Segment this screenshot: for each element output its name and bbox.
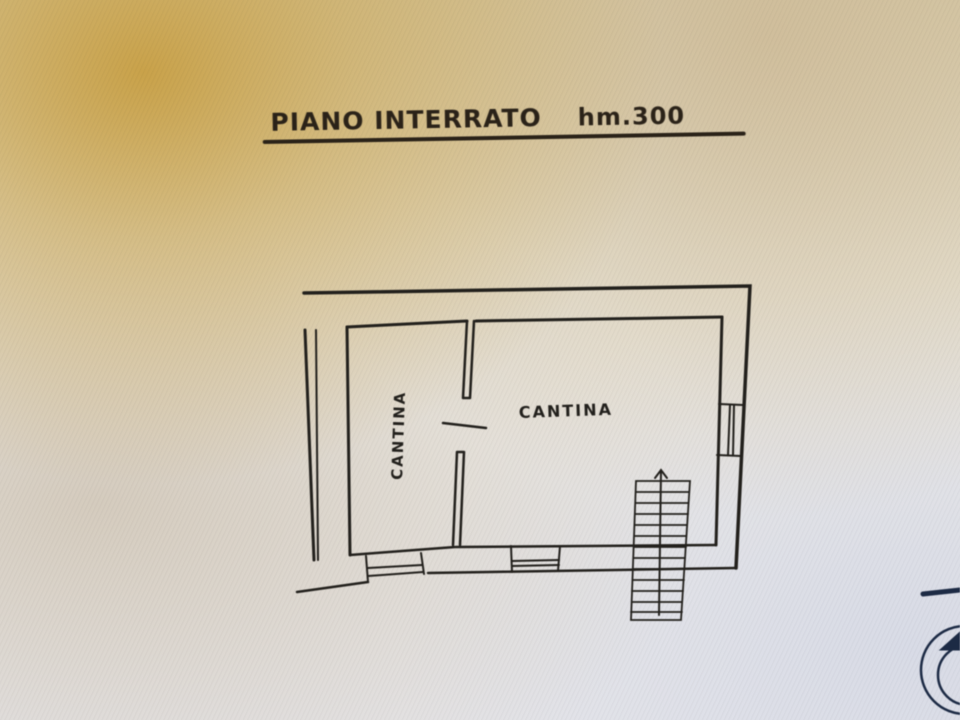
window-right: [716, 403, 744, 457]
inner-walls: [345, 315, 724, 557]
door-leaf: [441, 421, 488, 430]
north-arrow-icon: [919, 587, 960, 715]
staircase: [630, 468, 691, 621]
room-label-cantina-left: CANTINA: [388, 390, 409, 480]
window-bottom-center: [510, 545, 561, 573]
partition-wall: [451, 319, 476, 547]
room-label-cantina-right: CANTINA: [518, 400, 613, 422]
window-bottom-left: [365, 552, 425, 583]
